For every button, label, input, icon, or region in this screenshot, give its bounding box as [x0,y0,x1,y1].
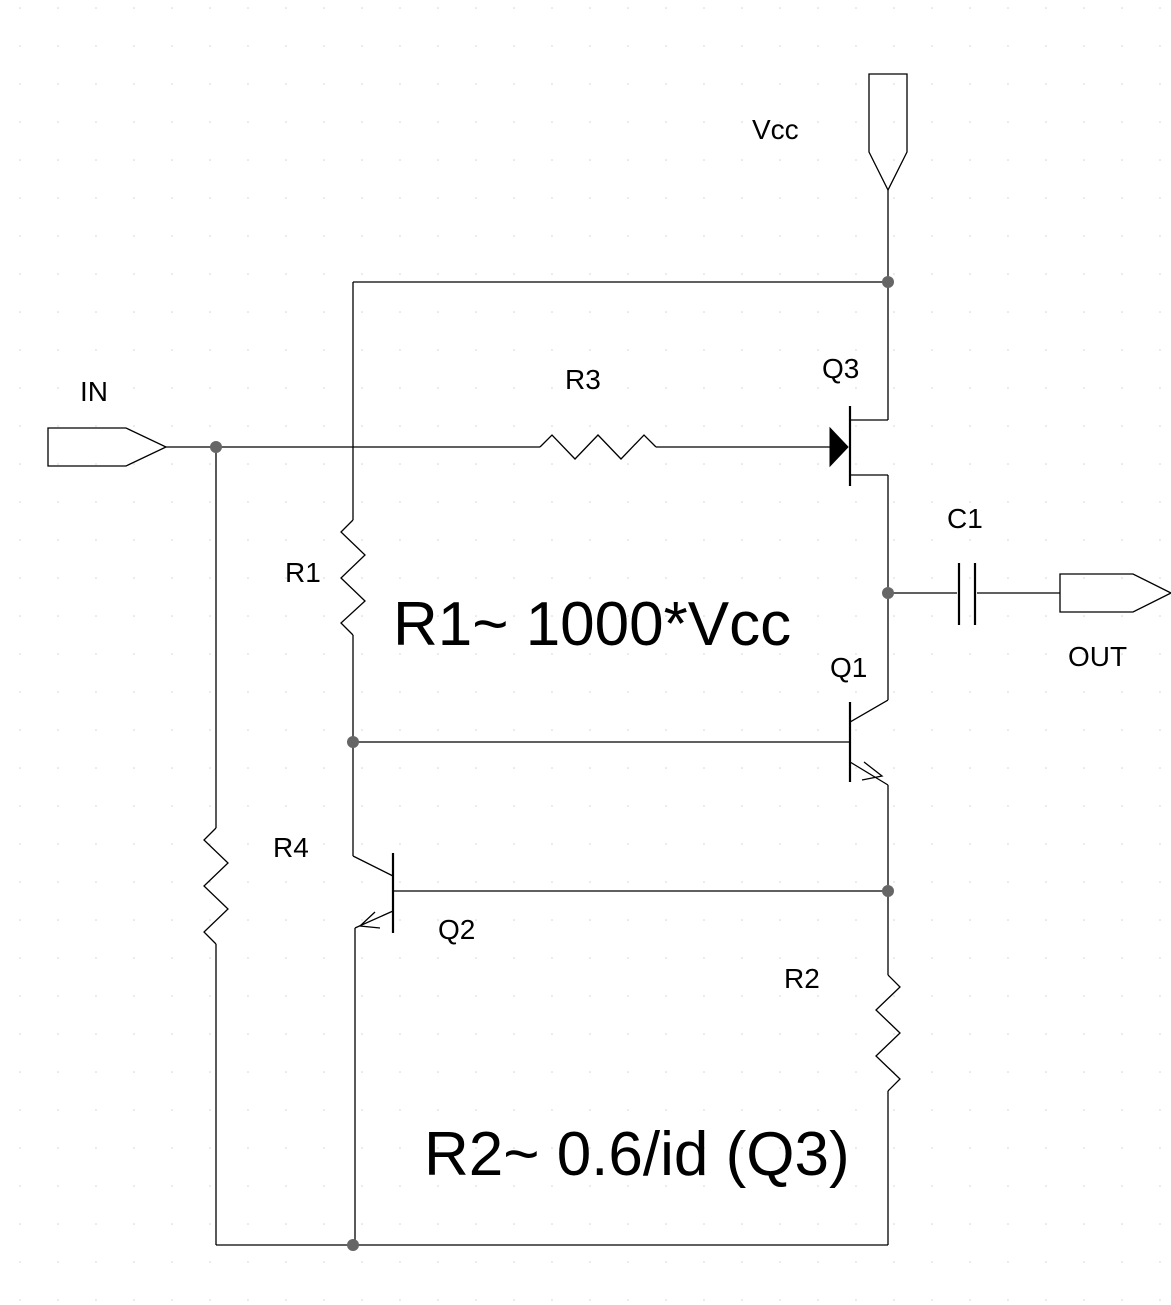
transistor-q2 [352,742,395,1245]
c1-label: C1 [947,503,983,534]
vcc-label: Vcc [752,114,799,145]
junction-node [347,736,359,748]
in-label: IN [80,376,108,407]
r2-formula-note: R2~ 0.6/id (Q3) [424,1120,850,1189]
q2-label: Q2 [438,914,475,945]
transistor-q3 [829,406,889,593]
r1-label: R1 [285,557,321,588]
junction-node [882,885,894,897]
capacitor-c1 [888,563,1060,625]
vcc-port [868,73,908,282]
r2-label: R2 [784,963,820,994]
vcc-rail [353,281,889,421]
r3-label: R3 [565,364,601,395]
in-port [47,427,540,467]
background-grid [19,7,1161,1301]
out-label: OUT [1068,641,1127,672]
resistor-r4 [203,447,229,1245]
junction-node [347,1239,359,1251]
q3-label: Q3 [822,353,859,384]
junction-node [882,276,894,288]
transistor-q1 [848,593,889,891]
junction-node [882,587,894,599]
junction-node [210,441,222,453]
r1-formula-note: R1~ 1000*Vcc [393,590,791,659]
resistor-r2 [875,891,901,1245]
out-port [1059,573,1171,613]
q1-label: Q1 [830,652,867,683]
junction-nodes [210,276,894,1251]
resistor-r1 [340,282,366,742]
resistor-r3 [539,434,830,460]
r4-label: R4 [273,832,309,863]
